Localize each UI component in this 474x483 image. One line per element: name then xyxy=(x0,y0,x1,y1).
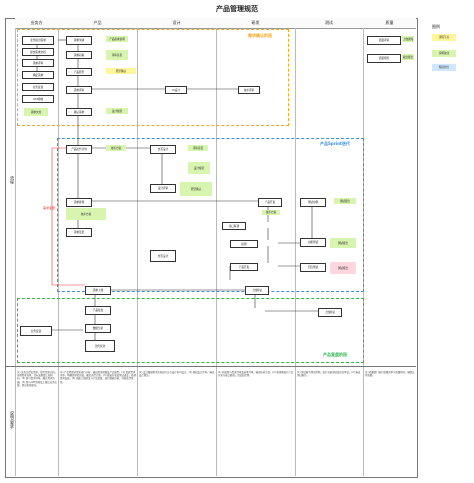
node-submit-doc: 提交需求文档 xyxy=(22,48,54,56)
note-design-output: 设计规范 xyxy=(188,162,210,174)
note-test-result: 测试报告 xyxy=(330,238,356,248)
note-product-spec: 产品需求说明 xyxy=(106,36,128,42)
lane-header-quality: 质量 xyxy=(363,18,416,29)
note-regression: 测试报告 xyxy=(330,262,356,274)
node-product-review: 产品复盘 xyxy=(85,306,111,315)
row-separator xyxy=(5,366,416,367)
phase-requirement xyxy=(17,29,289,126)
node-release-verify: 上线验证 xyxy=(245,286,269,295)
note-prototype-confirm: 原型确认 xyxy=(106,68,136,74)
phase-label-review: 产品复盘阶段 xyxy=(323,352,347,357)
desc-test: (1) 测试编写测试用例，进行功能测试及回归测试。(2) 输出测试报告。 xyxy=(297,371,361,378)
desc-product: (1) 产品经理对需求进行分析，输出需求初稿及产品原型。(2) 组织需求评审，明… xyxy=(60,371,136,384)
node-tech-review: 技术评审 xyxy=(238,86,260,94)
node-test-verify: 上线验证 xyxy=(318,308,342,317)
node-interaction-design: 交互设计 xyxy=(150,145,176,154)
node-quality-control: 质量把控 xyxy=(367,54,401,63)
note-test-report: 测试报告 xyxy=(334,198,356,204)
desc-business: (1) 业务方提出需求，填写需求文档，说明需求背景、目标及期望上线时间。(2) … xyxy=(17,371,58,387)
lane-separator xyxy=(58,28,59,476)
node-test-case: 测试用例 xyxy=(300,198,326,207)
node-req-draft: 需求初稿 xyxy=(66,51,92,59)
node-prototype: 产品原型 xyxy=(66,68,92,76)
node-req-review: 需求评审 xyxy=(66,86,92,94)
note-design-notes: 原型确认 xyxy=(180,182,212,196)
node-release: 需求上线 xyxy=(85,286,111,295)
node-business-request: 业务提出需求 xyxy=(22,36,54,45)
node-req-confirm: 确认需求 xyxy=(66,108,92,116)
note-quality-2: 复盘报告 xyxy=(402,54,414,60)
lane-separator xyxy=(216,28,217,476)
node-business-uat: UAT验收 xyxy=(22,95,54,103)
phase-label-requirement: 需求确认阶段 xyxy=(248,33,272,38)
node-function-test: 功能测试 xyxy=(300,238,326,247)
lane-separator xyxy=(295,28,296,476)
legend-item-phase: 阶段划分 xyxy=(432,64,456,71)
note-quality-1: 上线通知 xyxy=(402,36,414,42)
node-business-confirm: 确定需求 xyxy=(22,71,54,79)
row-label-desc: 说明/要求 xyxy=(10,411,15,429)
phase-review xyxy=(17,298,364,363)
note-design-review: 评审意见 xyxy=(188,145,208,151)
node-sprint-plan: 产品迭代计划 xyxy=(66,145,92,154)
node-data-analysis: 数据分析 xyxy=(85,324,111,333)
phase-sprint xyxy=(57,138,364,292)
row-label-process: 流程 xyxy=(10,176,15,184)
node-req-schedule: 需求排期 xyxy=(66,198,92,207)
node-iterate: 迭代优化 xyxy=(85,340,115,352)
node-req-communicate: 需求沟通 xyxy=(66,36,92,45)
legend-item-note: 说明备注 xyxy=(432,50,456,57)
node-business-feedback: 业务反馈 xyxy=(22,83,54,91)
node-submit-test: 提测 xyxy=(230,240,258,248)
node-dev-fix: 产品开发 xyxy=(230,263,258,271)
legend-title: 图例 xyxy=(432,24,440,29)
desc-dev: (1) 研发参与需求评审及技术评审，输出技术方案。(2) 按排期进行产品开发与接… xyxy=(218,371,294,378)
lane-separator xyxy=(137,28,138,476)
node-regression-test: 回归测试 xyxy=(300,263,326,272)
node-req-change: 需求变更 xyxy=(66,228,92,237)
node-design-adjust: 交互设计 xyxy=(150,250,176,262)
note-review-opinion: 评审意见 xyxy=(106,50,128,60)
node-feedback: 业务反馈 xyxy=(20,326,52,336)
node-dev: 产品开发 xyxy=(258,198,282,207)
desc-quality: (1) 质量部门进行质量评审与质量把控，确保交付质量。 xyxy=(365,371,415,378)
change-label: 需求变更 xyxy=(42,206,55,210)
note-tech-plan: 技术方案 xyxy=(106,145,126,151)
node-api-integration: 接口联调 xyxy=(222,222,246,230)
note-request-doc: 需求文档 xyxy=(24,108,48,116)
node-business-review: 需求评审 xyxy=(22,59,54,67)
node-design-review: 设计评审 xyxy=(150,184,176,193)
legend-item-node: 流程节点 xyxy=(432,34,456,41)
note-dev-plan: 技术方案 xyxy=(262,210,280,215)
node-ui-design: UI设计 xyxy=(165,86,187,94)
node-quality-review: 质量评审 xyxy=(367,36,401,45)
lane-separator xyxy=(15,28,16,476)
desc-design: (1) 设计根据需求文档进行交互设计和UI设计。(2) 组织设计评审，输出设计规… xyxy=(139,371,215,378)
note-design-spec: 设计规范 xyxy=(106,108,128,114)
note-schedule: 技术方案 xyxy=(66,208,106,220)
phase-label-sprint: 产品Sprint迭代 xyxy=(320,141,350,146)
page-title: 产品管理规范 xyxy=(216,5,258,13)
